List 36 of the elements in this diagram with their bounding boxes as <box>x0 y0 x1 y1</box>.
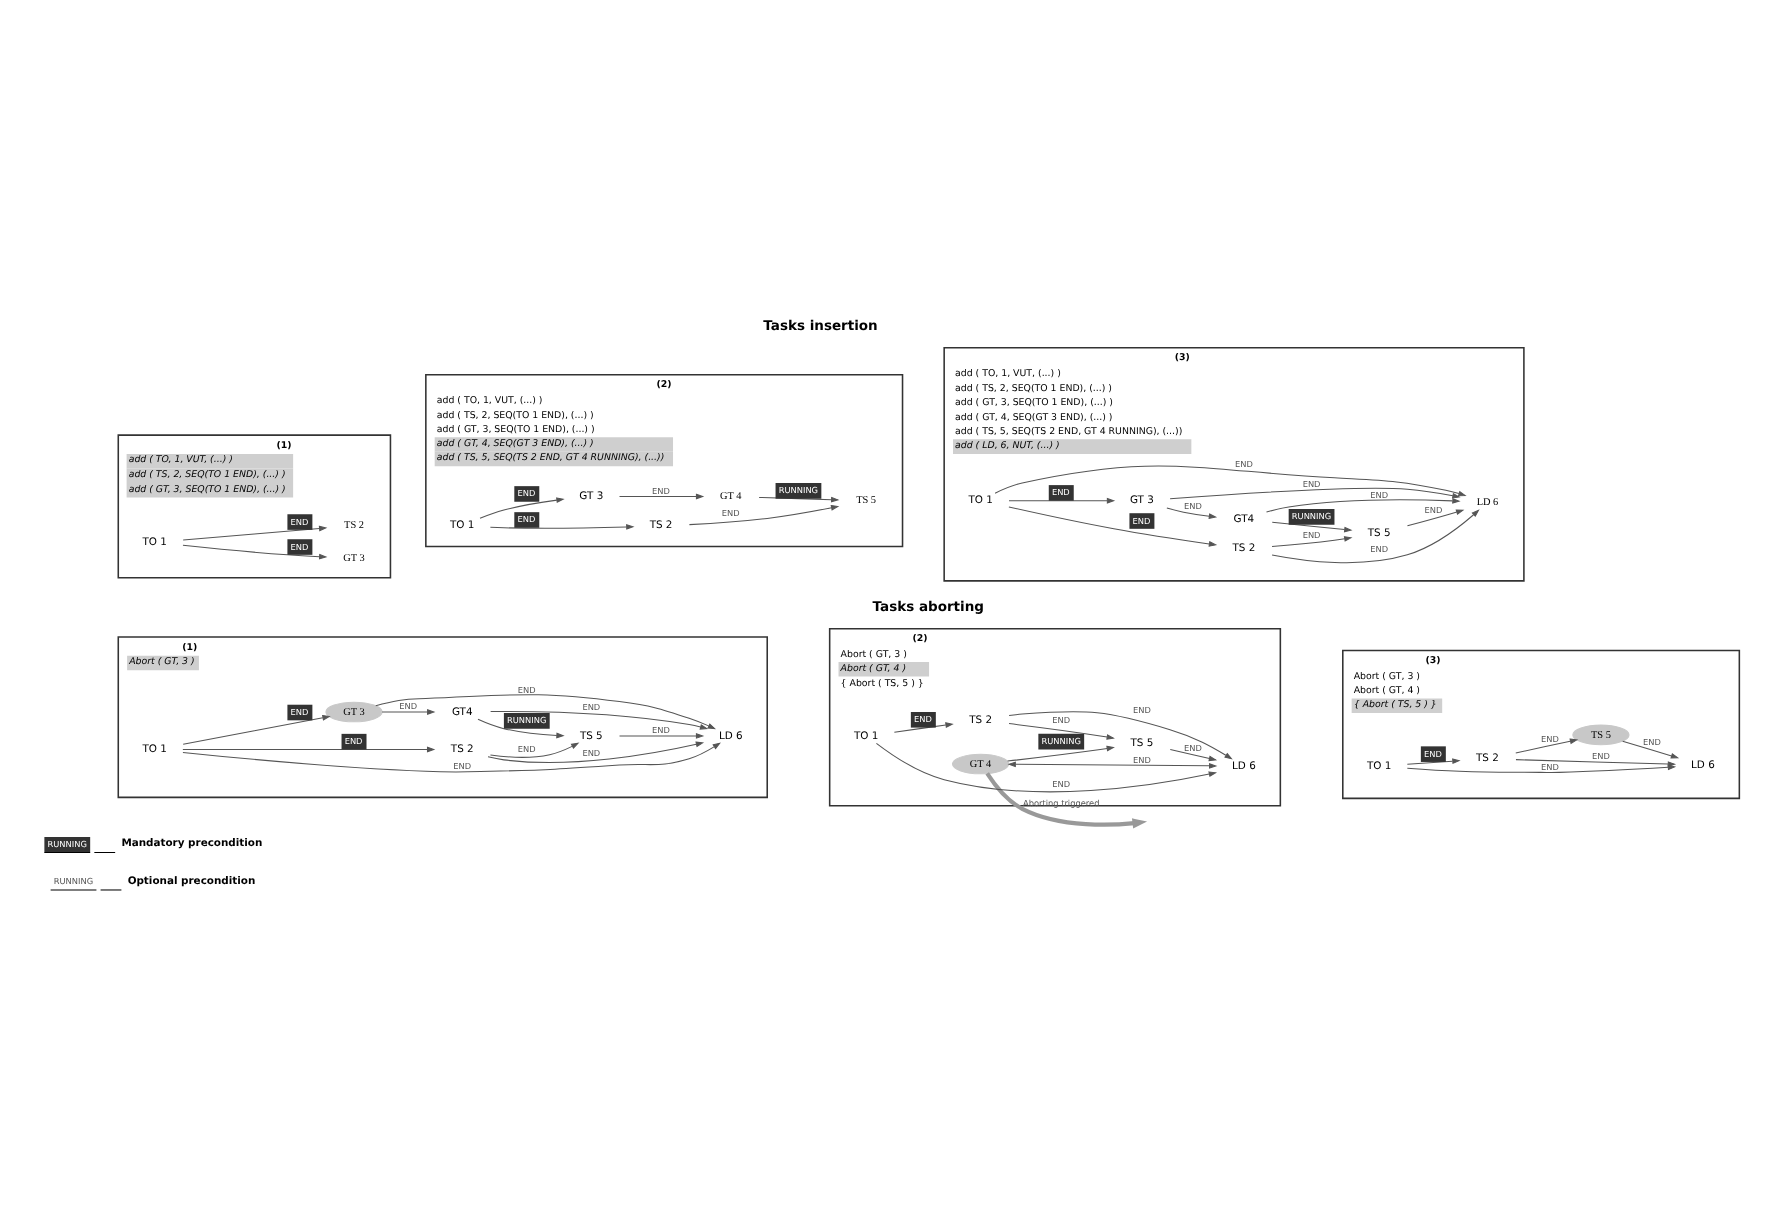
arrow <box>1266 497 1461 513</box>
arrow <box>1169 748 1218 762</box>
arrow <box>1271 536 1353 548</box>
arrow <box>985 772 1148 829</box>
arrow <box>688 504 840 526</box>
arrow <box>1271 521 1353 533</box>
arrow <box>1007 761 1218 769</box>
arrow <box>1007 745 1115 762</box>
arrow <box>893 722 954 733</box>
arrow <box>1169 487 1461 500</box>
arrow <box>1406 509 1465 527</box>
arrow <box>182 544 328 560</box>
arrow <box>182 746 436 753</box>
arrow <box>994 465 1467 497</box>
arrow <box>381 709 436 715</box>
arrow <box>1406 758 1461 765</box>
arrow <box>619 733 705 739</box>
arrow <box>182 742 721 773</box>
arrow <box>182 525 328 541</box>
arrow <box>1008 497 1116 504</box>
arrow <box>1008 723 1115 740</box>
arrow <box>182 714 331 745</box>
arrow <box>477 718 565 739</box>
arrow <box>1008 506 1218 547</box>
arrow <box>875 742 1218 793</box>
arrow <box>489 742 580 758</box>
arrow <box>489 524 635 530</box>
arrow <box>1515 738 1579 754</box>
arrow <box>1166 507 1218 520</box>
arrow <box>758 496 840 503</box>
arrow <box>619 493 705 500</box>
arrow <box>1008 711 1233 760</box>
arrow <box>487 741 705 763</box>
arrow <box>479 497 565 519</box>
arrow <box>1515 759 1677 767</box>
arrow <box>1622 740 1680 759</box>
